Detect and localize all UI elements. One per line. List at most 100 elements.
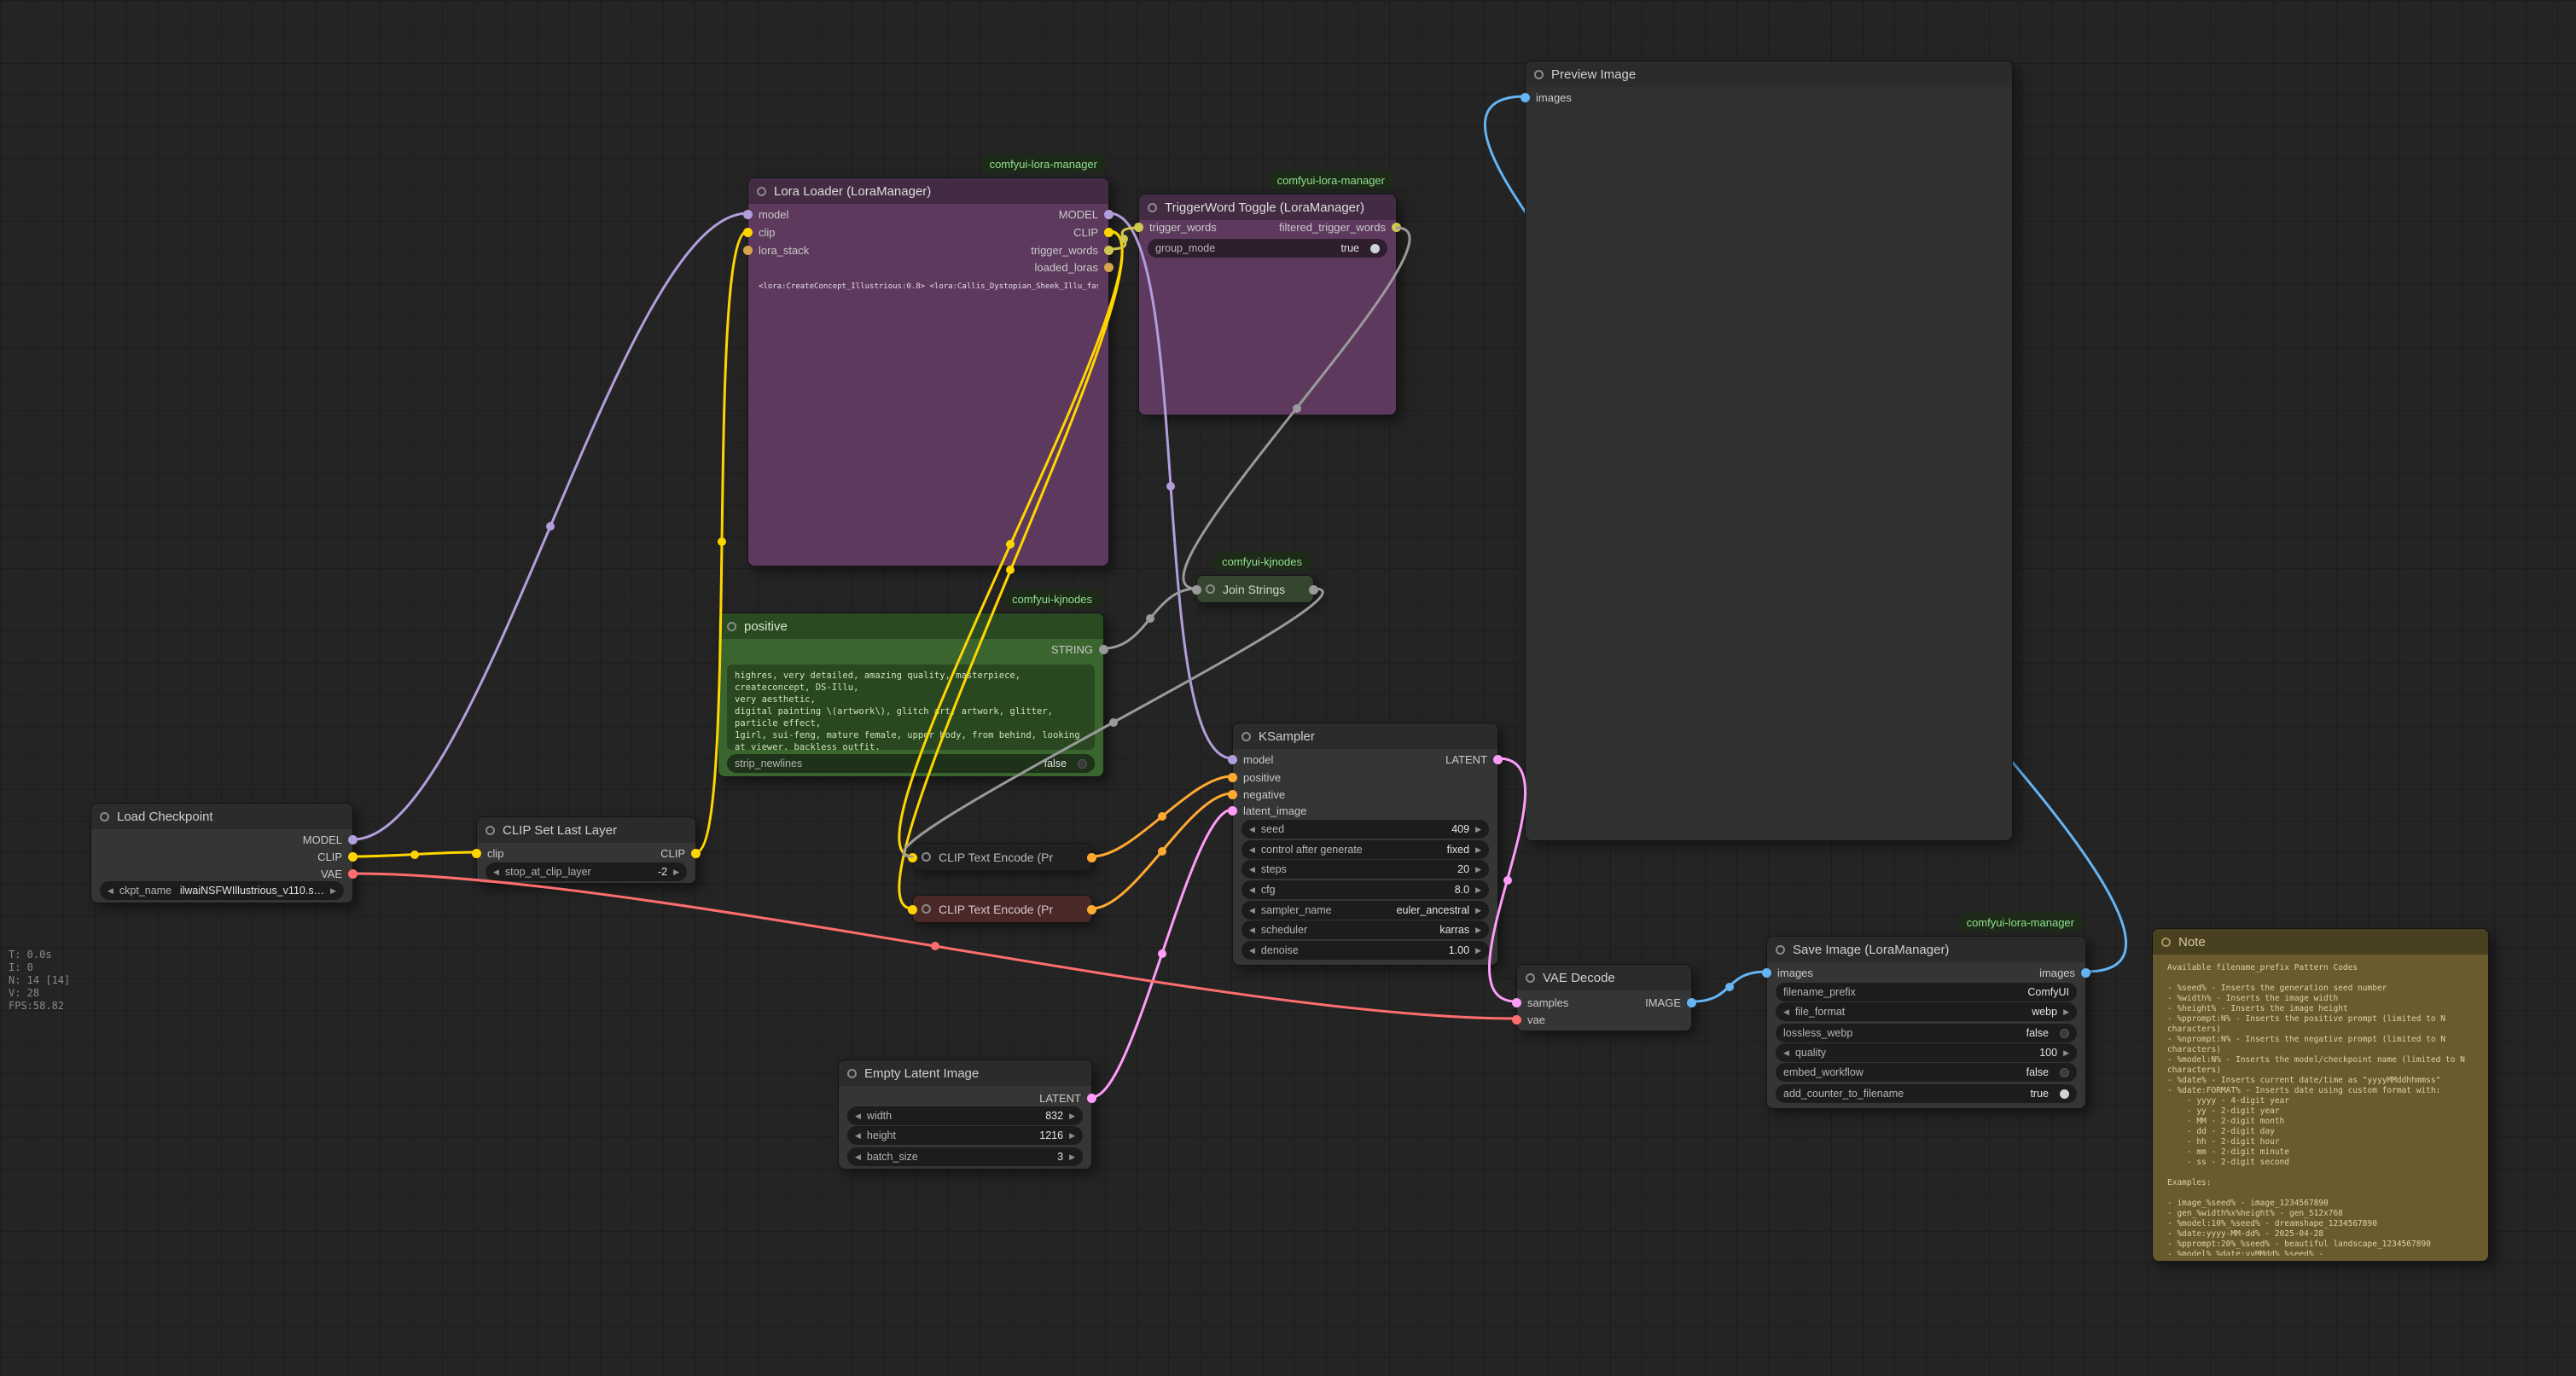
next-arrow-icon[interactable]: ▶ [1475, 925, 1481, 934]
prev-arrow-icon[interactable]: ◀ [1249, 824, 1255, 833]
prev-arrow-icon[interactable]: ◀ [855, 1152, 861, 1161]
prev-arrow-icon[interactable]: ◀ [1783, 1048, 1789, 1057]
node-preview-image[interactable]: Preview Image images [1521, 61, 2013, 841]
node-ksampler[interactable]: KSampler model positive negative latent_… [1228, 723, 1503, 966]
node-clip-text-encode-negative[interactable]: CLIP Text Encode (Pr [908, 895, 1096, 923]
toggle-on-icon[interactable] [2060, 1089, 2069, 1099]
toggle-off-icon[interactable] [1078, 758, 1087, 769]
model-port-icon[interactable] [1228, 754, 1237, 764]
node-empty-latent-image[interactable]: Empty Latent Image LATENT ◀ width 832 ▶ … [838, 1060, 1096, 1170]
node-clip-set-last-layer[interactable]: CLIP Set Last Layer clip CLIP ◀ stop_at_… [472, 816, 701, 884]
model-port-icon[interactable] [743, 209, 753, 219]
toggle-off-icon[interactable] [2060, 1067, 2069, 1077]
node-title-bar[interactable]: Save Image (LoraManager) [1767, 937, 2085, 962]
file-format-widget[interactable]: ◀ file_format webp ▶ [1776, 1002, 2077, 1021]
next-arrow-icon[interactable]: ▶ [1475, 905, 1481, 914]
node-note[interactable]: Note Available filename_prefix Pattern C… [2152, 928, 2489, 1262]
next-arrow-icon[interactable]: ▶ [1475, 824, 1481, 833]
collapse-toggle-icon[interactable] [2161, 937, 2171, 947]
image-port-icon[interactable] [1687, 997, 1696, 1007]
steps-widget[interactable]: ◀ steps 20 ▶ [1241, 860, 1489, 879]
next-arrow-icon[interactable]: ▶ [1475, 864, 1481, 874]
filename-prefix-widget[interactable]: filename_prefix ComfyUI [1776, 983, 2077, 1002]
node-title-bar[interactable]: CLIP Text Encode (Pr [913, 896, 1091, 922]
stop-at-clip-layer-widget[interactable]: ◀ stop_at_clip_layer -2 ▶ [486, 862, 687, 881]
clip-port-icon[interactable] [743, 227, 753, 237]
node-title-bar[interactable]: Preview Image [1526, 61, 2012, 87]
prev-arrow-icon[interactable]: ◀ [1249, 845, 1255, 854]
toggle-off-icon[interactable] [2060, 1028, 2069, 1038]
scheduler-widget[interactable]: ◀ scheduler karras ▶ [1241, 920, 1489, 939]
prompt-textarea[interactable]: highres, very detailed, amazing quality,… [727, 665, 1095, 750]
next-arrow-icon[interactable]: ▶ [1475, 885, 1481, 894]
strip-newlines-toggle-widget[interactable]: strip_newlines false [727, 754, 1095, 773]
lora-stack-port-icon[interactable] [743, 245, 753, 255]
node-title-bar[interactable]: CLIP Text Encode (Pr [913, 844, 1091, 870]
clip-input-port-icon[interactable] [908, 905, 917, 914]
next-arrow-icon[interactable]: ▶ [1069, 1111, 1075, 1120]
clip-port-icon[interactable] [472, 848, 481, 858]
collapse-toggle-icon[interactable] [922, 852, 931, 862]
clip-port-icon[interactable] [348, 851, 358, 862]
node-clip-text-encode-positive[interactable]: CLIP Text Encode (Pr [908, 843, 1096, 871]
conditioning-output-port-icon[interactable] [1087, 853, 1096, 862]
collapse-toggle-icon[interactable] [1241, 731, 1251, 741]
next-arrow-icon[interactable]: ▶ [2063, 1007, 2069, 1016]
prev-arrow-icon[interactable]: ◀ [855, 1111, 861, 1120]
prev-arrow-icon[interactable]: ◀ [108, 885, 113, 895]
node-title-bar[interactable]: Load Checkpoint [91, 804, 352, 829]
next-arrow-icon[interactable]: ▶ [1475, 945, 1481, 955]
image-port-icon[interactable] [1762, 967, 1771, 978]
control-after-generate-widget[interactable]: ◀ control after generate fixed ▶ [1241, 840, 1489, 859]
latent-port-icon[interactable] [1228, 805, 1237, 816]
trigger-words-port-icon[interactable] [1134, 222, 1143, 232]
node-positive-prompt[interactable]: comfyui-kjnodes positive STRING highres,… [718, 589, 1108, 777]
node-title-bar[interactable]: Empty Latent Image [839, 1060, 1091, 1086]
prev-arrow-icon[interactable]: ◀ [1249, 885, 1255, 894]
node-title-bar[interactable]: Note [2153, 929, 2488, 955]
note-textarea[interactable]: Available filename_prefix Pattern Codes … [2167, 963, 2465, 1256]
collapse-toggle-icon[interactable] [1148, 202, 1157, 212]
group-mode-toggle-widget[interactable]: group_mode true [1148, 239, 1387, 258]
width-widget[interactable]: ◀ width 832 ▶ [847, 1106, 1083, 1125]
latent-port-icon[interactable] [1493, 754, 1503, 764]
next-arrow-icon[interactable]: ▶ [673, 867, 679, 876]
next-arrow-icon[interactable]: ▶ [2063, 1048, 2069, 1057]
clip-input-port-icon[interactable] [908, 853, 917, 862]
collapse-toggle-icon[interactable] [922, 904, 931, 914]
prev-arrow-icon[interactable]: ◀ [1783, 1007, 1789, 1016]
conditioning-port-icon[interactable] [1228, 789, 1237, 799]
conditioning-port-icon[interactable] [1228, 772, 1237, 782]
collapse-toggle-icon[interactable] [1534, 69, 1544, 79]
ckpt-name-widget[interactable]: ◀ ckpt_name ilwaiNSFWIllustrious_v110.s…… [100, 881, 344, 900]
next-arrow-icon[interactable]: ▶ [1069, 1152, 1075, 1161]
node-triggerword-toggle[interactable]: comfyui-lora-manager TriggerWord Toggle … [1134, 171, 1401, 415]
collapse-toggle-icon[interactable] [1206, 584, 1215, 594]
prev-arrow-icon[interactable]: ◀ [1249, 925, 1255, 934]
clip-port-icon[interactable] [1104, 227, 1114, 237]
collapse-toggle-icon[interactable] [1776, 944, 1785, 955]
collapse-toggle-icon[interactable] [1526, 972, 1535, 983]
lora-syntax-text[interactable]: <lora:CreateConcept_Illustrious:0.8> <lo… [759, 282, 1098, 291]
conditioning-output-port-icon[interactable] [1087, 905, 1096, 914]
model-port-icon[interactable] [1104, 209, 1114, 219]
collapse-toggle-icon[interactable] [847, 1068, 857, 1078]
node-title-bar[interactable]: TriggerWord Toggle (LoraManager) [1139, 194, 1396, 220]
node-title-bar[interactable]: CLIP Set Last Layer [477, 817, 695, 843]
node-title-bar[interactable]: KSampler [1233, 723, 1497, 749]
embed-workflow-toggle-widget[interactable]: embed_workflow false [1776, 1063, 2077, 1082]
string-port-icon[interactable] [1099, 644, 1108, 654]
next-arrow-icon[interactable]: ▶ [1475, 845, 1481, 854]
model-port-icon[interactable] [348, 834, 358, 845]
latent-port-icon[interactable] [1512, 997, 1521, 1007]
node-join-strings[interactable]: comfyui-kjnodes Join Strings [1192, 552, 1318, 603]
loaded-loras-port-icon[interactable] [1104, 262, 1114, 272]
prev-arrow-icon[interactable]: ◀ [1249, 945, 1255, 955]
prev-arrow-icon[interactable]: ◀ [855, 1130, 861, 1140]
string-output-port-icon[interactable] [1309, 585, 1318, 595]
node-vae-decode[interactable]: VAE Decode samples vae IMAGE [1512, 964, 1696, 1031]
cfg-widget[interactable]: ◀ cfg 8.0 ▶ [1241, 880, 1489, 899]
prev-arrow-icon[interactable]: ◀ [1249, 864, 1255, 874]
latent-port-icon[interactable] [1087, 1093, 1096, 1103]
